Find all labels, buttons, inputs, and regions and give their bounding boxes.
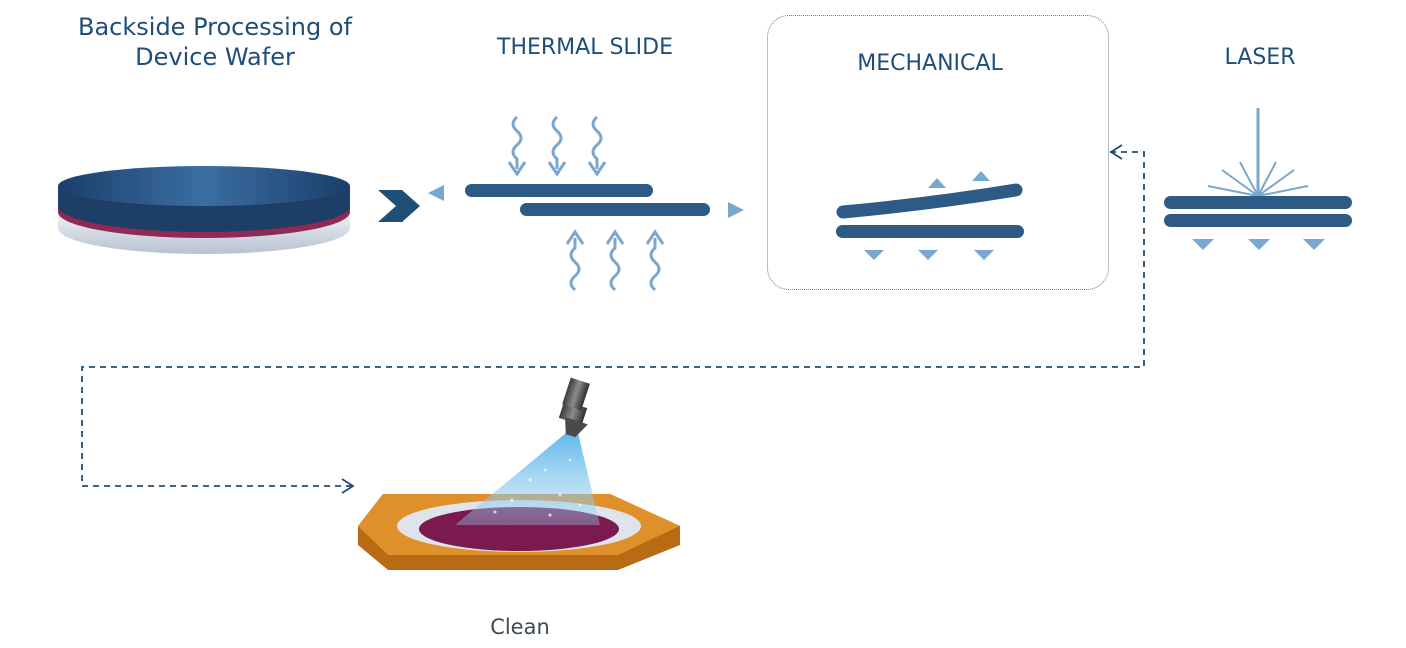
arrow-right-icon: [341, 478, 355, 494]
device-wafer-icon: [58, 166, 350, 254]
clean-label: Clean: [490, 615, 550, 639]
mechanical-highlight-box: [767, 15, 1109, 290]
mechanical-debond-icon: [836, 171, 1024, 260]
spray-clean-icon: [358, 377, 680, 570]
chevron-right-icon: [378, 190, 420, 222]
laser-debond-icon: [1164, 108, 1352, 250]
laser-label: LASER: [1224, 45, 1296, 70]
arrow-left-icon: [1109, 144, 1123, 160]
backside-processing-label: Backside Processing of Device Wafer: [78, 13, 352, 71]
thermal-slide-label: THERMAL SLIDE: [497, 35, 673, 60]
thermal-slide-icon: [428, 115, 744, 292]
mechanical-label: MECHANICAL: [857, 51, 1003, 76]
flow-connector-arrow: [81, 151, 1145, 487]
